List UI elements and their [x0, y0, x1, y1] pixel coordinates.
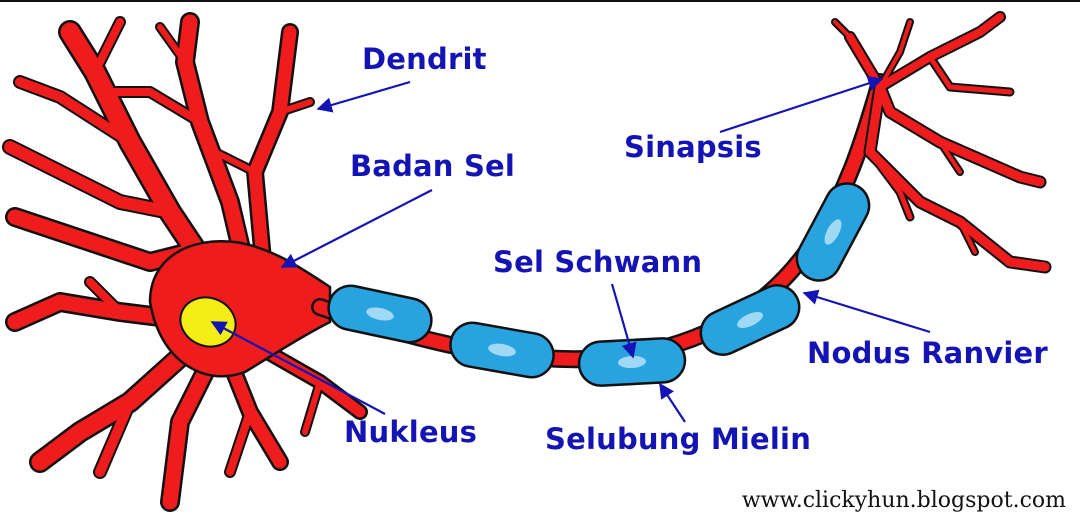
label-dendrit: Dendrit [362, 42, 487, 76]
watermark-url: www.clickyhun.blogspot.com [741, 488, 1066, 513]
arrow-badan-sel [280, 189, 433, 268]
schwann-cell-2 [449, 321, 555, 379]
label-sel-schwann: Sel Schwann [493, 245, 703, 279]
arrow-sinapsis [719, 75, 884, 134]
pointer-arrows [210, 75, 931, 423]
label-badan-sel: Badan Sel [350, 149, 516, 183]
label-nodus-ranvier: Nodus Ranvier [807, 336, 1048, 370]
arrow-selubung-mielin [659, 382, 686, 423]
schwann-cell-4 [699, 284, 801, 356]
label-nukleus: Nukleus [344, 415, 478, 449]
schwann-cell-1 [327, 284, 433, 344]
axon-terminals [831, 11, 1052, 274]
arrow-nodus-ranvier [802, 289, 931, 334]
cell-body [148, 240, 332, 378]
schwann-cell-5 [795, 182, 871, 282]
arrow-sel-schwann [610, 283, 637, 359]
myelin-sheath [327, 182, 871, 387]
arrow-dendrit [316, 80, 411, 113]
arrow-nukleus [210, 321, 386, 415]
label-sinapsis: Sinapsis [624, 130, 762, 164]
label-selubung-mielin: Selubung Mielin [545, 422, 812, 456]
schwann-cell-3 [577, 337, 687, 387]
